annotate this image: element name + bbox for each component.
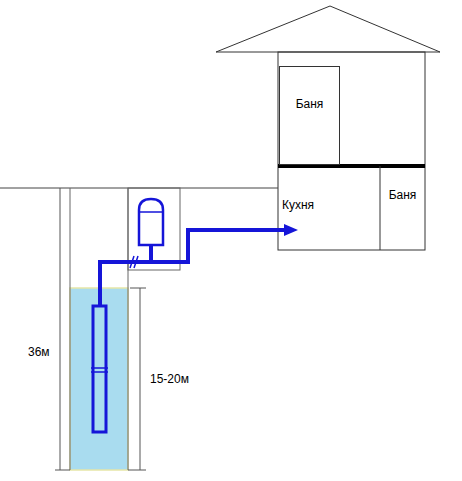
roof xyxy=(216,6,440,52)
room-name: Кухня xyxy=(282,198,376,212)
water xyxy=(70,288,128,470)
dimension-line xyxy=(60,188,61,470)
pump xyxy=(93,306,106,432)
water-column-dimension: 15-20м xyxy=(149,372,190,386)
pit xyxy=(128,188,180,270)
pump-joint xyxy=(91,371,108,373)
pump-joint xyxy=(91,367,108,369)
dimension-line xyxy=(140,288,141,470)
room-region: Баня xyxy=(381,168,424,218)
water-pipe xyxy=(100,230,286,306)
check-valve xyxy=(134,256,138,268)
dimension-tick xyxy=(130,288,146,289)
house-wall xyxy=(278,52,425,250)
room-region: Кухня xyxy=(279,168,379,218)
dimension-tick xyxy=(128,470,146,471)
room-name: Баня xyxy=(283,97,336,111)
room-box: Баня xyxy=(279,66,340,165)
depth-dimension: 36м xyxy=(27,345,51,359)
well-wall xyxy=(70,188,71,470)
tank-pipe xyxy=(149,245,153,262)
arrow-head xyxy=(284,224,298,236)
check-valve xyxy=(130,256,134,268)
pressure-tank xyxy=(139,199,163,245)
room-name: Баня xyxy=(384,188,421,202)
partition xyxy=(380,166,381,250)
tank-membrane xyxy=(139,211,163,213)
dimension-tick xyxy=(55,470,70,471)
